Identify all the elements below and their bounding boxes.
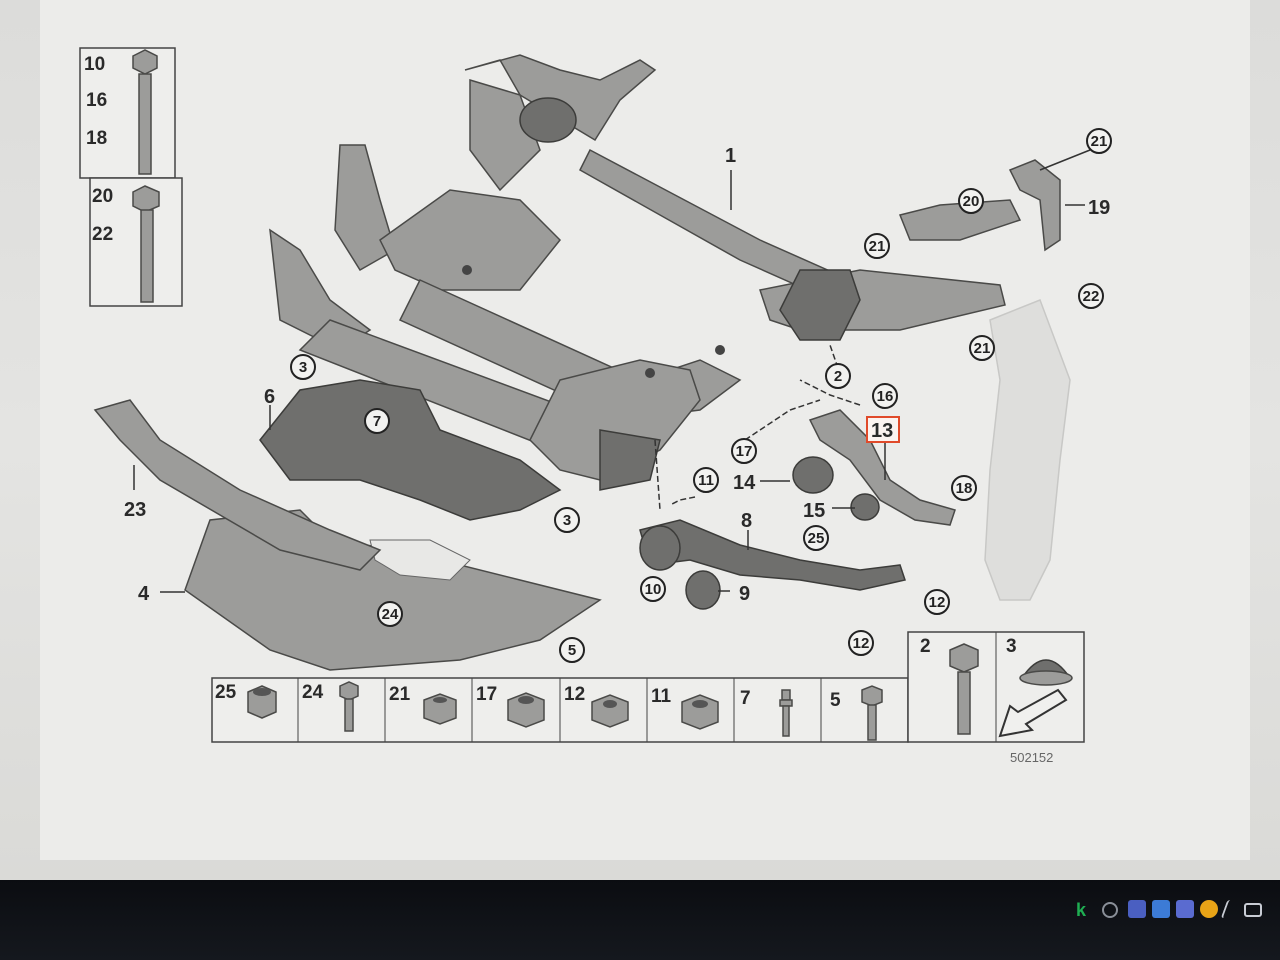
hardware-label-3: 3 [1006, 636, 1017, 657]
pen-icon[interactable] [1220, 900, 1238, 918]
svg-text:18: 18 [956, 480, 973, 497]
svg-text:12: 12 [853, 635, 870, 652]
part-number-19: 19 [1088, 197, 1110, 219]
svg-text:3: 3 [299, 359, 307, 376]
callout-21-top: 21 [1086, 128, 1112, 154]
hardware-label-7: 7 [740, 688, 751, 709]
chart-icon[interactable] [1152, 900, 1170, 918]
monitor-icon[interactable] [1244, 903, 1262, 917]
mail-icon[interactable] [1176, 900, 1194, 918]
callout-3-bottom: 3 [554, 507, 580, 533]
svg-text:21: 21 [869, 238, 886, 255]
hardware-label-24: 24 [302, 682, 324, 703]
callout-7: 7 [364, 408, 390, 434]
part-number-23: 23 [124, 499, 146, 521]
svg-text:21: 21 [1091, 133, 1108, 150]
clip-7-icon [779, 689, 793, 737]
callout-12-right: 12 [924, 589, 950, 615]
bolt-5-icon [861, 685, 883, 741]
callout-21-low: 21 [969, 335, 995, 361]
nut-11-icon [681, 694, 719, 730]
bolt-2-icon [949, 643, 979, 735]
parts-diagram-sheet: 10 16 18 20 22 [40, 0, 1250, 860]
flange-bolt-icon [132, 185, 160, 303]
bolt-label-22: 22 [92, 224, 113, 245]
nut-25-icon [247, 685, 277, 719]
svg-text:20: 20 [963, 193, 980, 210]
svg-text:24: 24 [382, 606, 399, 623]
cap-3-icon [1019, 659, 1073, 686]
monitor-bezel [0, 880, 1280, 960]
highlighted-part-13[interactable]: 13 [866, 416, 900, 443]
callout-2: 2 [825, 363, 851, 389]
hardware-label-17: 17 [476, 684, 497, 705]
subframe [269, 54, 1006, 491]
teams-icon[interactable] [1128, 900, 1146, 918]
long-bolt-icon [132, 49, 158, 175]
bolt-label-10: 10 [84, 54, 105, 75]
callout-25: 25 [803, 525, 829, 551]
leader-lines [133, 149, 1091, 593]
hardware-right: 2 3 [907, 631, 1085, 743]
svg-text:12: 12 [929, 594, 946, 611]
media-icon[interactable] [1102, 902, 1118, 918]
svg-text:2: 2 [834, 368, 842, 385]
svg-text:3: 3 [563, 512, 571, 529]
callout-11: 11 [693, 467, 719, 493]
hardware-label-12: 12 [564, 684, 585, 705]
part-number-9: 9 [739, 583, 750, 605]
callout-22: 22 [1078, 283, 1104, 309]
part-number-6: 6 [264, 386, 275, 408]
bolt-label-20: 20 [92, 186, 113, 207]
part-number-13: 13 [871, 420, 893, 442]
svg-text:17: 17 [736, 443, 753, 460]
hardware-label-5: 5 [830, 690, 841, 711]
callout-24: 24 [377, 601, 403, 627]
svg-text:21: 21 [974, 340, 991, 357]
hardware-label-21: 21 [389, 684, 411, 705]
svg-text:22: 22 [1083, 288, 1100, 305]
diagram-id-number: 502152 [1010, 750, 1053, 765]
svg-text:5: 5 [568, 642, 576, 659]
hardware-label-25: 25 [215, 682, 237, 703]
part-number-1: 1 [725, 145, 736, 167]
svg-text:11: 11 [698, 472, 714, 489]
callout-21-mid: 21 [864, 233, 890, 259]
callout-12-left: 12 [848, 630, 874, 656]
callout-3-top: 3 [290, 354, 316, 380]
svg-text:25: 25 [808, 530, 825, 547]
k-icon[interactable]: k [1076, 900, 1087, 920]
parts-diagram: 10 16 18 20 22 [79, 47, 1112, 765]
callout-17: 17 [731, 438, 757, 464]
control-arms [639, 159, 1071, 610]
nut-17-icon [507, 692, 545, 728]
svg-text:10: 10 [645, 581, 662, 598]
system-tray: k [1072, 900, 1272, 930]
nut-12-icon [591, 694, 629, 728]
bolt-24-icon [339, 681, 359, 732]
hardware-label-2: 2 [920, 636, 931, 657]
hardware-strip: 25 24 21 17 12 11 7 5 [211, 677, 909, 743]
arrow-icon [998, 688, 1068, 738]
part-number-4: 4 [138, 583, 150, 605]
nut-21-icon [423, 693, 457, 725]
part-number-15: 15 [803, 500, 825, 522]
underbody-shield [93, 379, 602, 671]
part-number-14: 14 [733, 472, 756, 494]
callout-10: 10 [640, 576, 666, 602]
callout-18: 18 [951, 475, 977, 501]
monitor-screen: 10 16 18 20 22 [0, 0, 1280, 880]
alert-icon[interactable] [1200, 900, 1218, 918]
part-number-8: 8 [741, 510, 752, 532]
bolt-label-16: 16 [86, 90, 107, 111]
bolt-box: 10 16 18 20 22 [79, 47, 183, 307]
callout-20: 20 [958, 188, 984, 214]
bolt-label-18: 18 [86, 128, 107, 149]
svg-text:16: 16 [877, 388, 894, 405]
hardware-label-11: 11 [651, 686, 672, 707]
callout-5: 5 [559, 637, 585, 663]
callout-16: 16 [872, 383, 898, 409]
svg-text:7: 7 [373, 413, 381, 430]
